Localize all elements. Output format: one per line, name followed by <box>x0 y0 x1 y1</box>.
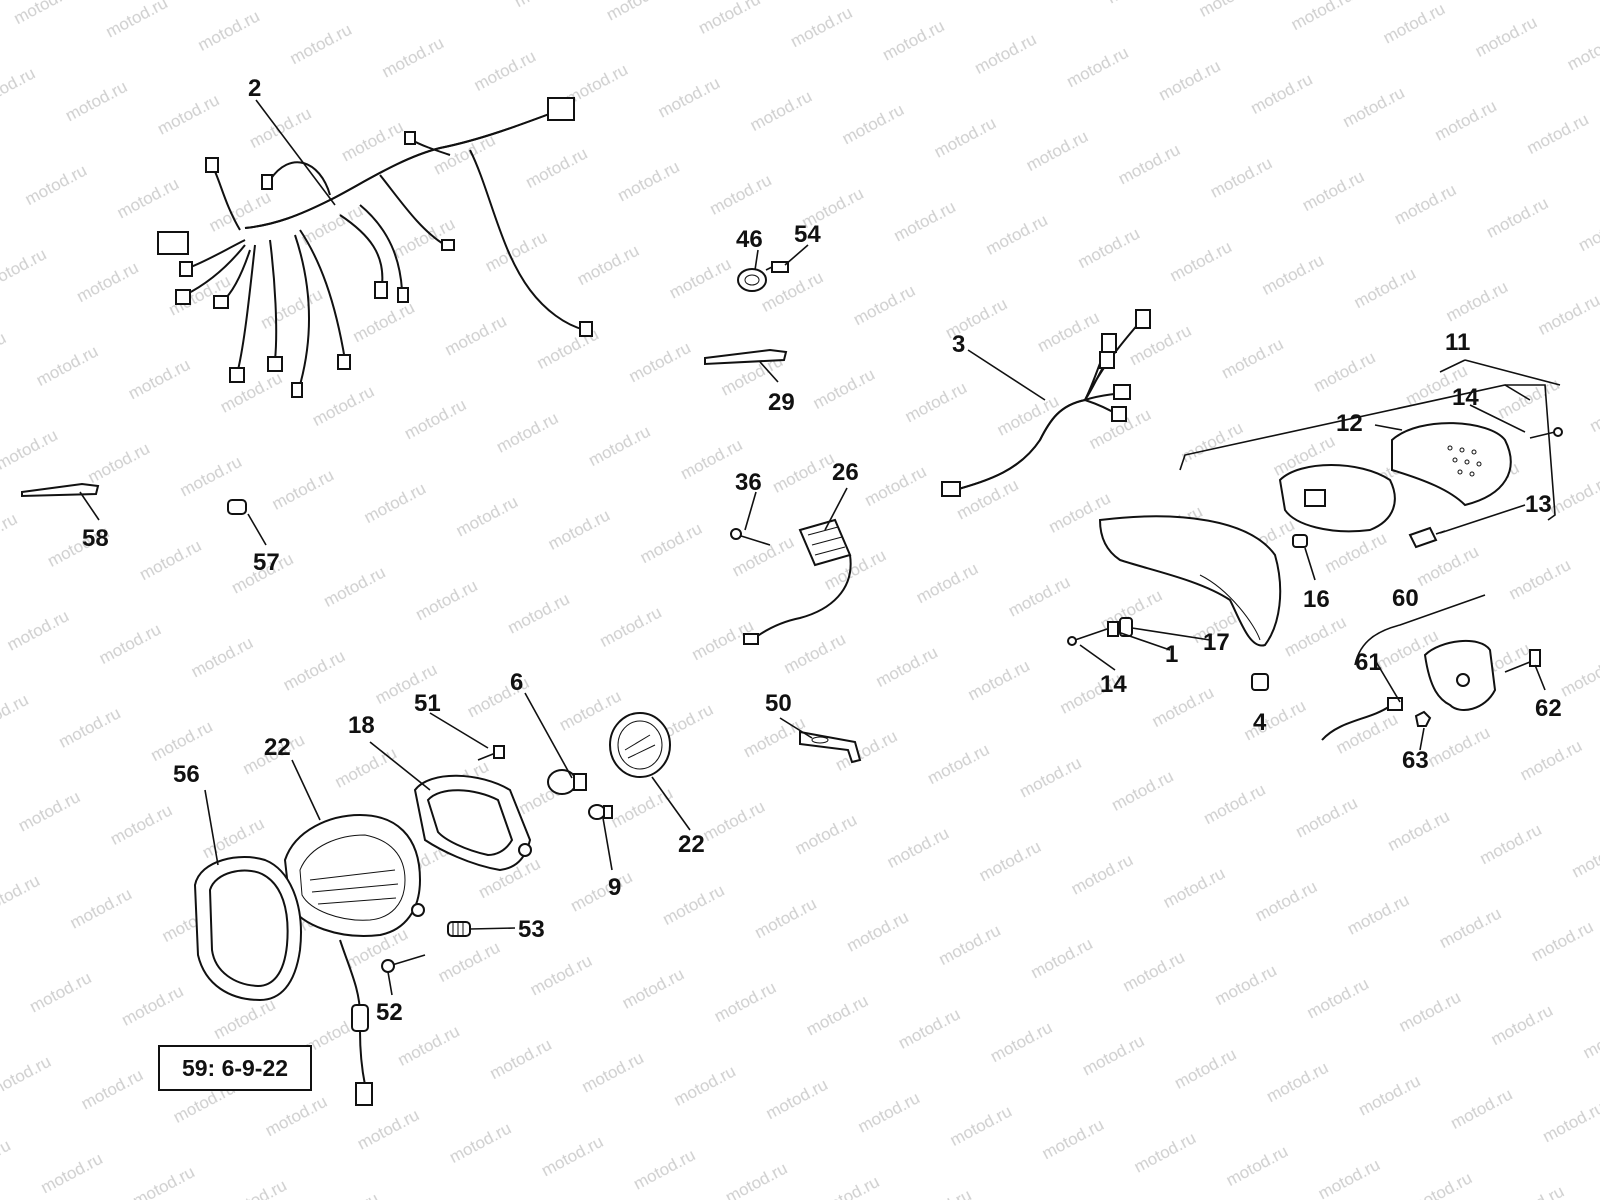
legend-box: 59: 6-9-22 <box>158 1045 312 1091</box>
callout-13: 13 <box>1525 491 1552 518</box>
screw-stack <box>1067 617 1133 646</box>
screw-51 <box>477 745 505 761</box>
regulator-26 <box>743 518 852 645</box>
callout-16: 16 <box>1303 586 1330 613</box>
callout-1: 1 <box>1165 641 1178 668</box>
callout-51: 51 <box>414 690 441 717</box>
bulb-9 <box>588 804 613 820</box>
sub-harness-3 <box>941 309 1151 497</box>
cable-tie-58 <box>21 482 100 498</box>
callout-22-instrument: 22 <box>678 831 705 858</box>
spacer-16 <box>1292 534 1308 548</box>
bolt-36 <box>730 528 771 546</box>
cable-tie-29 <box>704 348 788 366</box>
clip-4 <box>1251 673 1269 691</box>
bulb-6 <box>547 769 587 795</box>
callout-14-upper: 14 <box>1452 384 1479 411</box>
callout-56: 56 <box>173 761 200 788</box>
callout-3: 3 <box>952 331 965 358</box>
callout-9: 9 <box>608 874 621 901</box>
callout-54: 54 <box>794 221 821 248</box>
callout-62: 62 <box>1535 695 1562 722</box>
callout-26: 26 <box>832 459 859 486</box>
callout-53: 53 <box>518 916 545 943</box>
callout-57: 57 <box>253 549 280 576</box>
callout-22-headlight: 22 <box>264 734 291 761</box>
callout-52: 52 <box>376 999 403 1026</box>
wiring-harness <box>157 97 593 398</box>
callout-6: 6 <box>510 669 523 696</box>
headlight-frame-56 <box>193 856 302 1002</box>
callout-12: 12 <box>1336 410 1363 437</box>
callout-4: 4 <box>1253 709 1267 736</box>
clamp-46 <box>737 268 767 292</box>
callout-46: 46 <box>736 226 763 253</box>
callout-60: 60 <box>1392 585 1419 612</box>
grommet-57 <box>227 499 247 515</box>
callout-17: 17 <box>1203 629 1230 656</box>
callout-18: 18 <box>348 712 375 739</box>
callout-36: 36 <box>735 469 762 496</box>
callout-63: 63 <box>1402 747 1429 774</box>
callout-50: 50 <box>765 690 792 717</box>
callout-2: 2 <box>248 75 261 102</box>
spring-53 <box>447 921 471 937</box>
screw-54 <box>765 261 789 273</box>
callout-61: 61 <box>1355 649 1382 676</box>
headlight-22 <box>283 813 425 1106</box>
rear-fender <box>1098 515 1282 647</box>
instrument-22 <box>609 712 671 778</box>
legend-text: 59: 6-9-22 <box>181 1054 289 1081</box>
callouts: 2 46 54 29 3 11 14 12 13 36 26 58 57 16 … <box>82 75 1562 1026</box>
callout-29: 29 <box>768 389 795 416</box>
callout-58: 58 <box>82 525 109 552</box>
headlight-rim-18 <box>413 774 532 872</box>
bracket-50 <box>799 730 862 764</box>
callout-14-lower: 14 <box>1100 671 1127 698</box>
callout-11: 11 <box>1445 329 1470 356</box>
leader-lines <box>79 99 1561 996</box>
tail-light-assembly <box>1179 384 1563 549</box>
